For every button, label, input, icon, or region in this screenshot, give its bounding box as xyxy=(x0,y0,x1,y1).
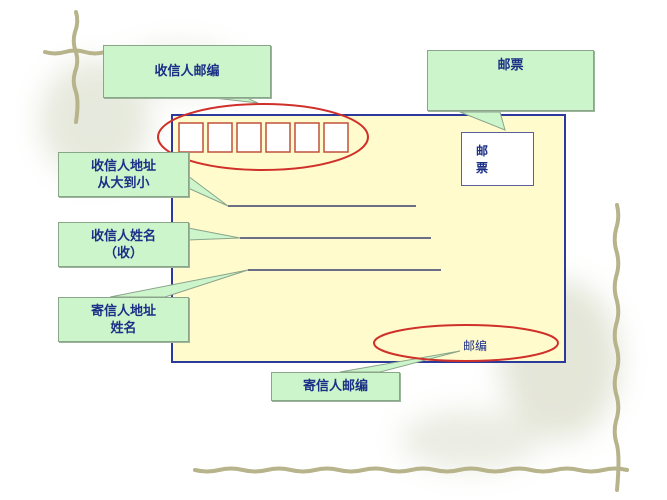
callout-text: 收信人邮编 xyxy=(154,64,220,79)
stamp-text: 邮 票 xyxy=(476,144,503,175)
postcode-box xyxy=(178,122,204,153)
recipient-postcode-highlight xyxy=(157,103,369,171)
callout-text: 从大到小 xyxy=(97,175,150,191)
postcode-box xyxy=(236,122,262,153)
callout-recipient-address: 收信人地址 从大到小 xyxy=(58,152,189,197)
callout-text: 寄信人地址 xyxy=(90,303,156,319)
callout-text: 收信人姓名 xyxy=(90,228,156,244)
callout-text: 邮票 xyxy=(497,58,524,73)
callout-text: 收信人地址 xyxy=(90,158,156,174)
callout-text: 姓名 xyxy=(110,320,137,336)
callout-text: （收） xyxy=(103,245,143,261)
postcode-box xyxy=(265,122,291,153)
callout-recipient-postcode: 收信人邮编 xyxy=(103,45,271,98)
stamp-box: 邮 票 xyxy=(461,132,534,186)
callout-tails xyxy=(109,96,506,373)
callout-recipient-name: 收信人姓名 （收） xyxy=(58,222,189,267)
postcode-box xyxy=(294,122,320,153)
callout-sender-postcode: 寄信人邮编 xyxy=(271,372,400,401)
address-lines xyxy=(228,205,441,271)
postcode-box xyxy=(207,122,233,153)
sender-postcode-label: 邮编 xyxy=(463,339,488,353)
postcode-box xyxy=(323,122,349,153)
callout-sender-address: 寄信人地址 姓名 xyxy=(58,297,189,342)
sender-postcode-highlight xyxy=(373,324,559,362)
postcode-boxes xyxy=(178,122,349,153)
callout-stamp: 邮票 xyxy=(427,50,594,111)
callout-text: 寄信人邮编 xyxy=(302,379,368,394)
